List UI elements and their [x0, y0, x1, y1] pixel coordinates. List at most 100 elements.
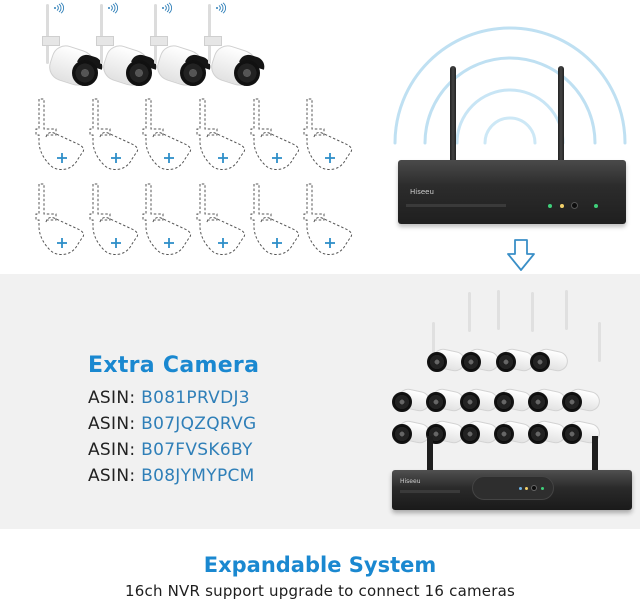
camera-antenna — [432, 322, 435, 362]
extra-camera-title: Extra Camera — [88, 353, 260, 378]
ir-sensor-icon — [531, 485, 537, 491]
camera-lens — [234, 60, 260, 86]
camera-antenna — [598, 322, 601, 362]
camera-lens — [427, 352, 447, 372]
arrow-down-icon — [507, 239, 535, 271]
camera-antenna — [46, 4, 49, 64]
top-section: Hiseeu — [0, 0, 640, 274]
wireless-camera — [494, 418, 534, 448]
wireless-camera — [460, 386, 500, 416]
wireless-camera — [427, 346, 467, 376]
camera-mount — [150, 36, 168, 46]
camera-lens — [494, 424, 514, 444]
camera-antenna — [154, 4, 157, 64]
wireless-camera — [460, 418, 500, 448]
nvr-slot — [406, 204, 506, 207]
nvr-brand-logo: Hiseeu — [410, 188, 434, 196]
plus-icon — [325, 238, 335, 248]
camera-lens — [460, 424, 480, 444]
camera-slot-placeholder — [302, 182, 356, 264]
camera-antenna — [497, 290, 500, 330]
asin-row: ASIN: B081PRVDJ3 — [88, 388, 250, 408]
plus-icon — [272, 238, 282, 248]
asin-code: B07JQZQRVG — [141, 414, 257, 434]
plus-icon — [111, 153, 121, 163]
led-icon — [525, 487, 528, 490]
camera-mount — [96, 36, 114, 46]
camera-slot-placeholder — [302, 97, 356, 179]
led-icon — [594, 204, 598, 208]
wifi-waves-icon — [393, 26, 627, 145]
led-icon — [519, 487, 522, 490]
led-icon — [560, 204, 564, 208]
wireless-camera — [461, 346, 501, 376]
wireless-camera — [146, 0, 213, 91]
camera-lens — [72, 60, 98, 86]
camera-antenna — [208, 4, 211, 64]
nvr-slot — [400, 490, 460, 493]
asin-row: ASIN: B08JYMYPCM — [88, 466, 255, 486]
expandable-system-title: Expandable System — [203, 553, 437, 577]
wifi-signal-icon — [108, 2, 119, 14]
wireless-camera — [38, 0, 105, 91]
camera-lens — [426, 392, 446, 412]
camera-lens — [528, 424, 548, 444]
wireless-camera — [562, 386, 602, 416]
camera-mount — [42, 36, 60, 46]
camera-lens — [496, 352, 516, 372]
wireless-camera — [494, 386, 534, 416]
plus-icon — [325, 153, 335, 163]
nvr-antenna — [427, 436, 433, 472]
camera-lens — [461, 352, 481, 372]
wireless-camera — [200, 0, 267, 91]
plus-icon — [272, 153, 282, 163]
asin-label: ASIN: — [88, 414, 136, 434]
wireless-camera — [530, 346, 570, 376]
camera-slot-placeholder — [249, 97, 303, 179]
wireless-camera — [528, 386, 568, 416]
camera-lens — [528, 392, 548, 412]
camera-slot-placeholder — [34, 97, 88, 179]
wireless-camera — [528, 418, 568, 448]
plus-icon — [57, 153, 67, 163]
wireless-camera — [562, 418, 602, 448]
camera-antenna — [100, 4, 103, 64]
expandable-system-subtitle: 16ch NVR support upgrade to connect 16 c… — [125, 582, 515, 600]
camera-antenna — [565, 290, 568, 330]
wireless-camera — [392, 386, 432, 416]
camera-lens — [494, 392, 514, 412]
ir-sensor-icon — [571, 202, 578, 209]
plus-icon — [164, 153, 174, 163]
nvr-recorder: Hiseeu — [398, 66, 626, 224]
camera-lens — [392, 392, 412, 412]
camera-slot-placeholder — [249, 182, 303, 264]
nvr-brand-logo: Hiseeu — [400, 478, 421, 485]
asin-label: ASIN: — [88, 440, 136, 460]
camera-antenna — [468, 292, 471, 332]
asin-row: ASIN: B07JQZQRVG — [88, 414, 257, 434]
asin-label: ASIN: — [88, 388, 136, 408]
camera-slot-placeholder — [195, 182, 249, 264]
nvr-antenna — [558, 66, 564, 166]
camera-lens — [392, 424, 412, 444]
plus-icon — [111, 238, 121, 248]
led-icon — [548, 204, 552, 208]
plus-icon — [218, 238, 228, 248]
camera-lens — [460, 392, 480, 412]
wifi-signal-icon — [162, 2, 173, 14]
camera-slot-placeholder — [141, 97, 195, 179]
nvr-recorder-16ch: Hiseeu — [392, 436, 632, 510]
camera-lens — [126, 60, 152, 86]
asin-label: ASIN: — [88, 466, 136, 486]
plus-icon — [164, 238, 174, 248]
camera-slot-placeholder — [195, 97, 249, 179]
camera-mount — [204, 36, 222, 46]
nvr-antenna — [592, 436, 598, 472]
asin-code: B081PRVDJ3 — [141, 388, 250, 408]
camera-slot-placeholder — [88, 182, 142, 264]
camera-lens — [530, 352, 550, 372]
camera-lens — [180, 60, 206, 86]
asin-code: B08JYMYPCM — [141, 466, 255, 486]
camera-lens — [562, 424, 582, 444]
wireless-camera — [496, 346, 536, 376]
